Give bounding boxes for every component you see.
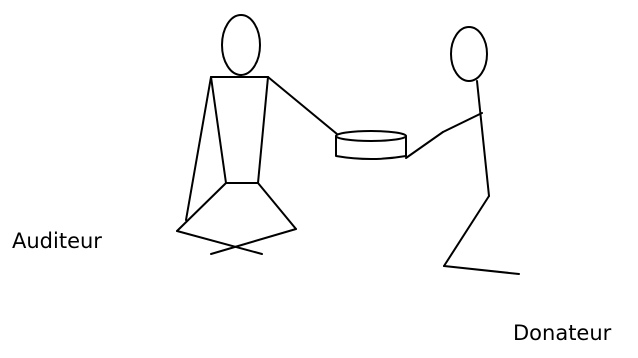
right-figure [406,27,519,274]
right-figure-head [451,27,487,81]
left-figure-right-shin [211,229,296,254]
left-figure-torso-right [258,77,268,183]
left-figure-left-arm [186,77,211,220]
right-figure-shin [444,266,519,274]
auditeur-label: Auditeur [12,231,102,252]
bowl [336,131,406,159]
left-figure-right-arm [268,77,337,134]
left-figure-right-thigh [258,183,296,229]
left-figure-head [222,15,260,75]
left-figure [177,15,337,254]
right-figure-forearm [406,132,443,158]
right-figure-upper-arm [443,113,482,132]
bowl-rim [336,131,406,141]
donateur-label: Donateur [513,323,611,344]
left-figure-torso-left [211,77,226,183]
right-figure-thigh [444,196,489,266]
left-figure-left-thigh [177,183,226,231]
right-figure-body [477,81,489,196]
